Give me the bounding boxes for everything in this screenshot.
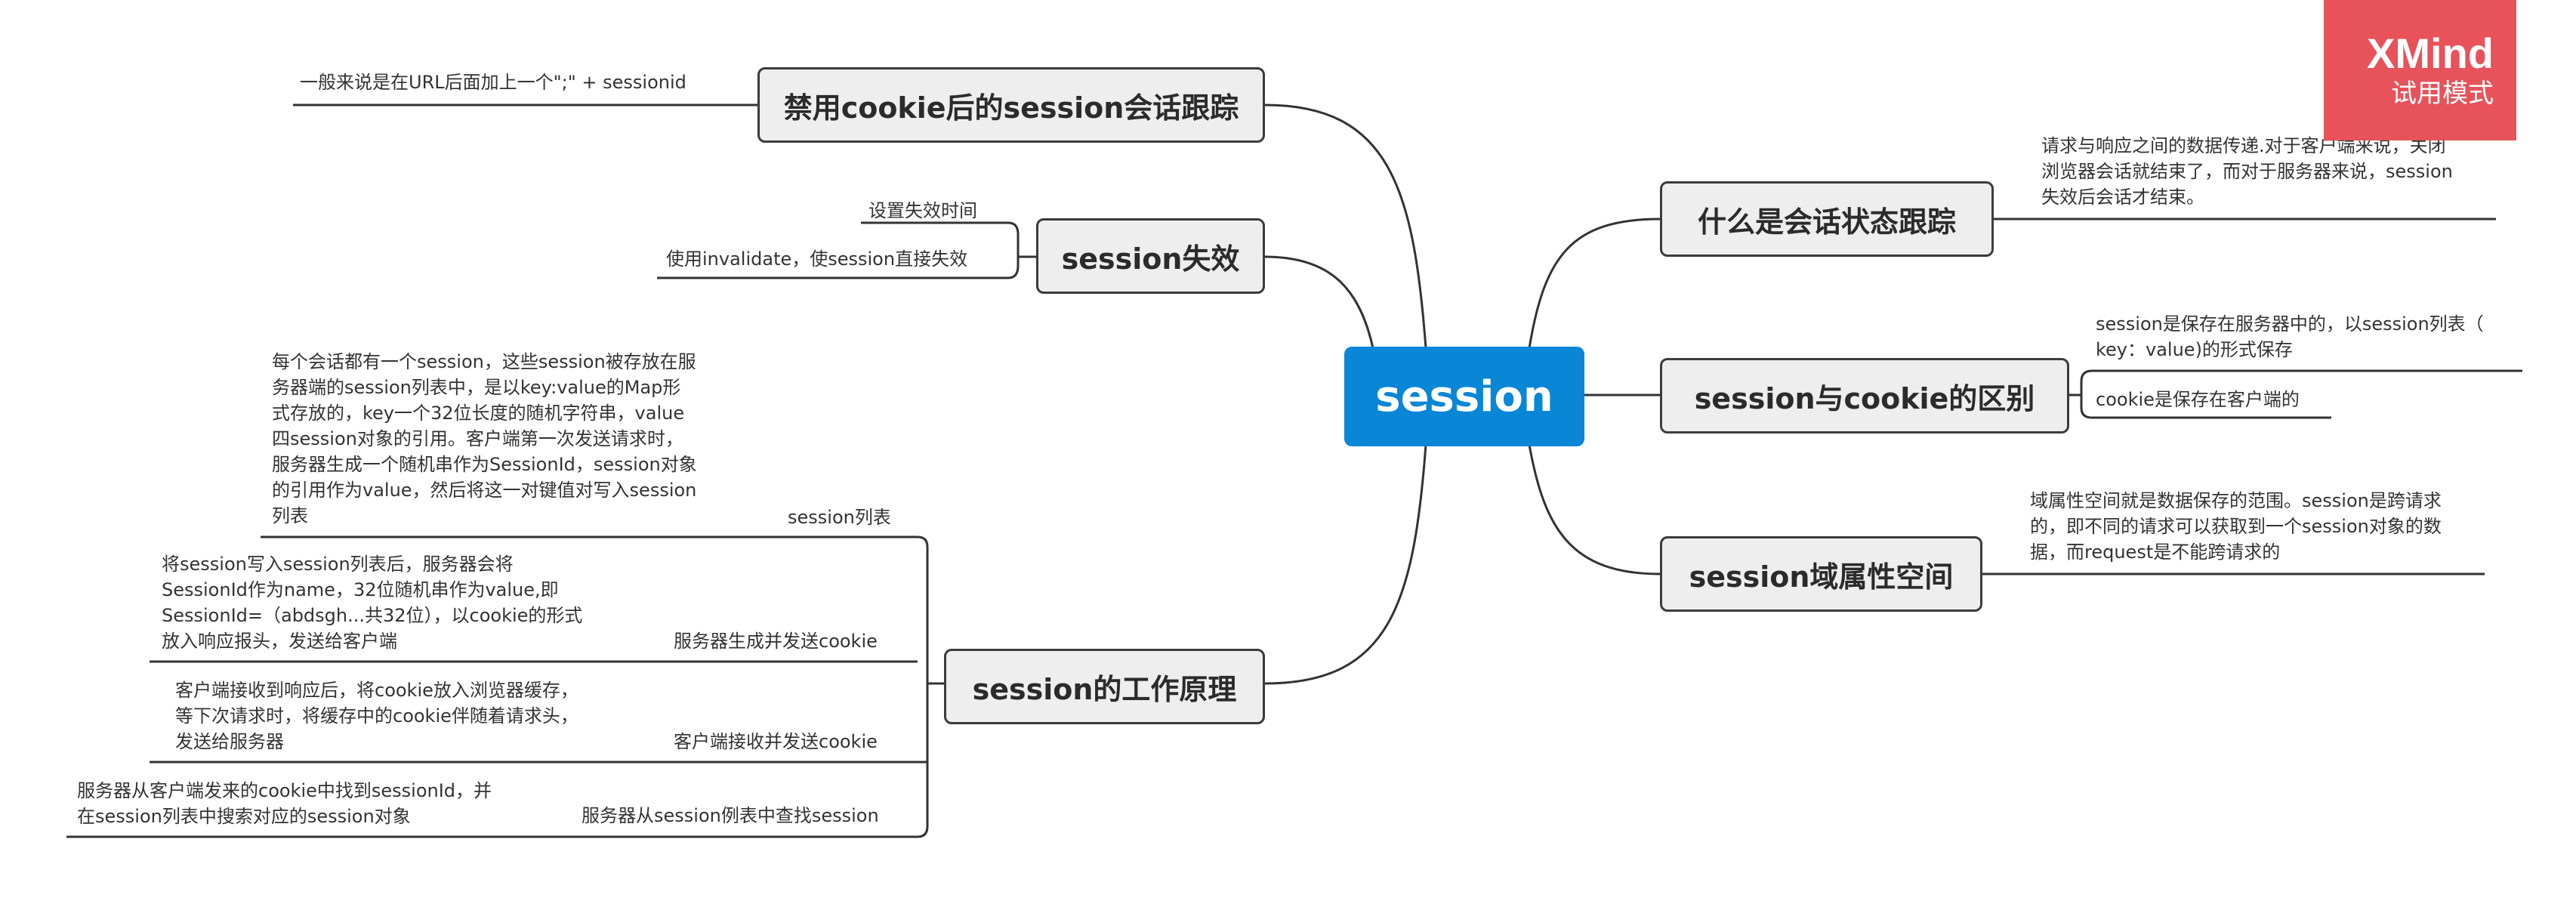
topic-session-invalidate[interactable]: session失效	[1036, 218, 1265, 294]
link-invalidate-bracket	[1007, 221, 1036, 279]
link-scope	[1528, 444, 1661, 575]
link-invalidate	[1264, 255, 1374, 349]
note-what-is-tracking: 请求与响应之间的数据传递.对于客户端来说，关闭 浏览器会话就结束了，而对于服务器…	[2041, 135, 2453, 208]
topic-working-principle[interactable]: session的工作原理	[944, 649, 1265, 724]
note-scope-space: 域属性空间就是数据保存的范围。session是跨请求 的，即不同的请求可以获取到…	[2030, 490, 2442, 563]
link-disabled-cookie	[1264, 103, 1427, 349]
link-principle-bracket	[917, 535, 944, 838]
step-2-note: 将session写入session列表后，服务器会将 SessionId作为na…	[162, 554, 583, 652]
step-1-note: 每个会话都有一个session，这些session被存放在服 务器端的sessi…	[272, 351, 697, 526]
step-4-label[interactable]: 服务器从session例表中查找session	[582, 805, 879, 826]
topic-disabled-cookie[interactable]: 禁用cookie后的session会话跟踪	[757, 67, 1265, 143]
note-session-stored-server: session是保存在服务器中的，以session列表（ key：value)的…	[2096, 313, 2484, 360]
topic-scope-space[interactable]: session域属性空间	[1660, 536, 1982, 612]
step-3-label[interactable]: 客户端接收并发送cookie	[674, 731, 878, 752]
xmind-trial-watermark: XMind 试用模式	[2324, 0, 2516, 140]
link-principle	[1264, 444, 1427, 685]
step-1-label[interactable]: session列表	[788, 507, 891, 528]
note-cookie-stored-client: cookie是保存在客户端的	[2096, 389, 2300, 410]
note-use-invalidate: 使用invalidate，使session直接失效	[666, 248, 968, 270]
watermark-brand: XMind	[2367, 29, 2494, 77]
watermark-mode: 试用模式	[2391, 79, 2494, 109]
step-4-note: 服务器从客户端发来的cookie中找到sessionId，并 在session列…	[77, 780, 492, 827]
link-what-is	[1528, 218, 1661, 349]
step-3-note: 客户端接收到响应后，将cookie放入浏览器缓存， 等下次请求时，将缓存中的co…	[175, 680, 578, 752]
link-diff-bracket	[2069, 369, 2093, 419]
step-2-label[interactable]: 服务器生成并发送cookie	[674, 631, 878, 652]
topic-what-is-tracking[interactable]: 什么是会话状态跟踪	[1660, 181, 1994, 257]
note-disabled-cookie: 一般来说是在URL后面加上一个";" + sessionid	[300, 72, 686, 93]
topic-session-vs-cookie[interactable]: session与cookie的区别	[1660, 358, 2069, 434]
note-set-timeout: 设置失效时间	[868, 200, 977, 221]
central-topic[interactable]: session	[1344, 347, 1584, 446]
